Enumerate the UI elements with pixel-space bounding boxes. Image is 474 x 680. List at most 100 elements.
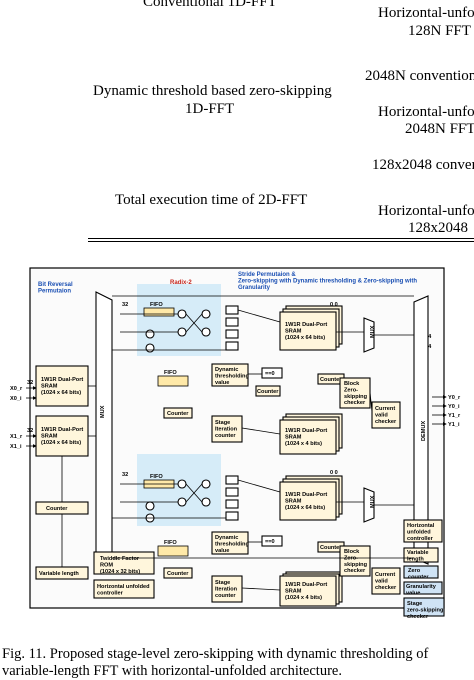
width-32-b: 32 [27,428,33,434]
signal-y1r: Y1_r [448,413,461,419]
sram-stack-2 [279,413,343,455]
mux-right-bottom-label: MUX [370,495,376,508]
table-cell-2048n-conventional: 2048N convention [365,68,474,84]
width-32-c: 32 [122,302,128,308]
table-cell-conventional-1d-fft: Conventional 1D-FFT [143,0,277,10]
eq-zero-top-label: ==0 [265,371,275,377]
horizontal-unfolded-controller-right [403,519,443,543]
table-cell-2048n-fft: 2048N FFT [405,121,474,137]
title-radix-2: Radix-2 [170,280,192,286]
variable-length-right [403,547,439,563]
mux-left [95,291,113,571]
sram-stack-1 [279,305,343,351]
block-zero-skipping-top [339,377,371,409]
bits-00-bottom: 0 0 [330,470,338,476]
twiddle-rom [93,551,155,575]
signal-x1r: X1_r [10,434,23,440]
table-cell-128x2048: 128x2048 [408,220,468,236]
sram-left-top [35,365,89,407]
mux-right-top-label: MUX [370,325,376,338]
bits-00-top: 0 0 [330,302,338,308]
width-64-b: 64 [425,344,432,350]
counter-right-top-label: Counter [320,377,342,383]
demux-right [413,295,429,565]
signal-y0i: Y0_i [448,404,460,410]
counter-eq-top-label: Counter [257,389,279,395]
signal-y0r: Y0_r [448,395,461,401]
counter-eq-top [255,385,281,397]
width-32-a: 32 [27,380,33,386]
stage-zero-skipping-checker [403,597,445,617]
counter-left-label: Counter [46,506,68,512]
table-bottom-rule-1 [88,238,474,239]
zero-counter [403,565,439,579]
wiring [61,295,414,591]
fifo-top-2-label: FIFO [164,370,177,376]
signal-x1i: X1_i [10,444,22,450]
table-cell-128x2048-conventional: 128x2048 conver [372,157,474,173]
eq-zero-bottom-label: ==0 [265,539,275,545]
counter-mid-top [163,407,193,419]
dynamic-threshold-bottom [211,531,249,555]
table-cell-128n-fft: 128N FFT [408,23,471,39]
title-stride-permutation: Stride Permutaion &Zero-skipping with Dy… [238,272,417,291]
fifo-top-1-label: FIFO [150,302,163,308]
signal-y1i: Y1_i [448,422,460,428]
counter-right-bottom-label: Counter [320,545,342,551]
current-valid-checker-bottom [371,567,401,595]
counter-mid-top-label: Counter [167,411,189,417]
eq-zero-top [261,367,283,379]
sram-stack-4 [279,571,343,607]
table-cell-horizontal-unfolded-2: Horizontal-unfo [378,104,474,120]
mux-left-label: MUX [100,405,106,418]
signal-x0i: X0_i [10,396,22,402]
comparators-bottom [225,475,239,521]
counter-mid-bottom-label: Counter [167,571,189,577]
mux-right-bottom [363,487,375,523]
sram-left-bottom [35,415,89,457]
table-cell-horizontal-unfolded-1: Horizontal-unfo [378,5,474,21]
dynamic-threshold-top [211,363,249,387]
variable-length-left-label: Variable length [39,571,79,577]
fft-architecture-diagram: .bx { fill:#fff6dc; stroke:#000; stroke-… [10,267,461,620]
table-cell-dynamic-threshold: Dynamic threshold based zero-skipping [93,83,332,99]
butterfly-top [120,309,211,353]
table-cell-total-execution: Total execution time of 2D-FFT [115,192,308,208]
stage-iteration-counter-bottom [211,575,243,603]
granularity-value [403,581,443,595]
fifo-bottom-2-label: FIFO [164,540,177,546]
table-cell-horizontal-unfolded-3: Horizontal-unfo [378,203,474,219]
counter-mid-bottom [163,567,193,579]
fifo-top-1 [143,307,175,317]
current-valid-checker-top [371,401,401,429]
eq-zero-bottom [261,535,283,547]
horizontal-unfolded-controller-left [93,579,155,599]
signal-x0r: X0_r [10,386,23,392]
block-zero-skipping-bottom [339,545,371,577]
figure-caption-line-2: variable-length FFT with horizontal-unfo… [2,663,342,679]
fifo-bottom-2 [157,545,189,557]
width-32-d: 32 [122,472,128,478]
table-bottom-rule-2 [88,241,474,242]
